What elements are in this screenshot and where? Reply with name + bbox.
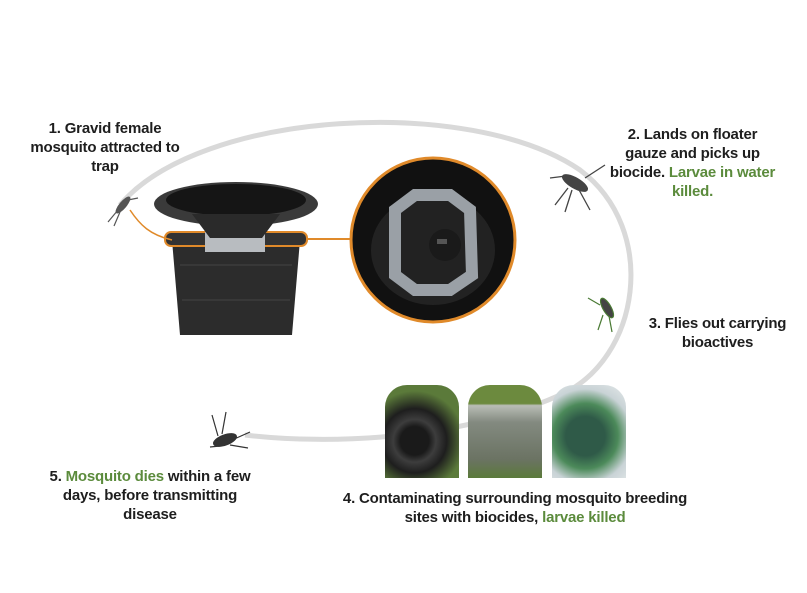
trap-image xyxy=(154,182,318,335)
tires-photo xyxy=(385,385,459,478)
step-4-highlight: larvae killed xyxy=(542,509,626,526)
step-5-text: within a few days, before transmitting d… xyxy=(62,468,251,523)
step-4-text: 4. Contaminating surrounding mosquito br… xyxy=(342,490,688,526)
mosquito-icon-3 xyxy=(587,297,615,333)
mosquito-icon-2 xyxy=(549,164,606,213)
trap-interior-closeup xyxy=(349,156,517,324)
plant-pot-photo xyxy=(552,385,626,478)
step-5-label: 5. Mosquito dies within a few days, befo… xyxy=(40,467,260,524)
step-2-highlight: Larvae in water killed. xyxy=(668,164,776,200)
step-5-prefix: 5. xyxy=(49,468,62,485)
step-3-label: 3. Flies out carrying bioactives xyxy=(648,315,787,351)
entry-path xyxy=(129,209,173,241)
step-2-label: 2. Lands on floater gauze and picks up b… xyxy=(605,125,780,201)
step-2-text: 2. Lands on floater gauze and picks up b… xyxy=(609,126,760,181)
step-5-highlight: Mosquito dies xyxy=(65,468,164,485)
dead-mosquito-icon xyxy=(209,411,251,449)
step-1-label: 1. Gravid female mosquito attracted to t… xyxy=(30,120,180,175)
mosquito-icon-1 xyxy=(107,196,139,227)
step-4-label: 4. Contaminating surrounding mosquito br… xyxy=(335,489,695,527)
bucket-photo xyxy=(468,385,542,478)
